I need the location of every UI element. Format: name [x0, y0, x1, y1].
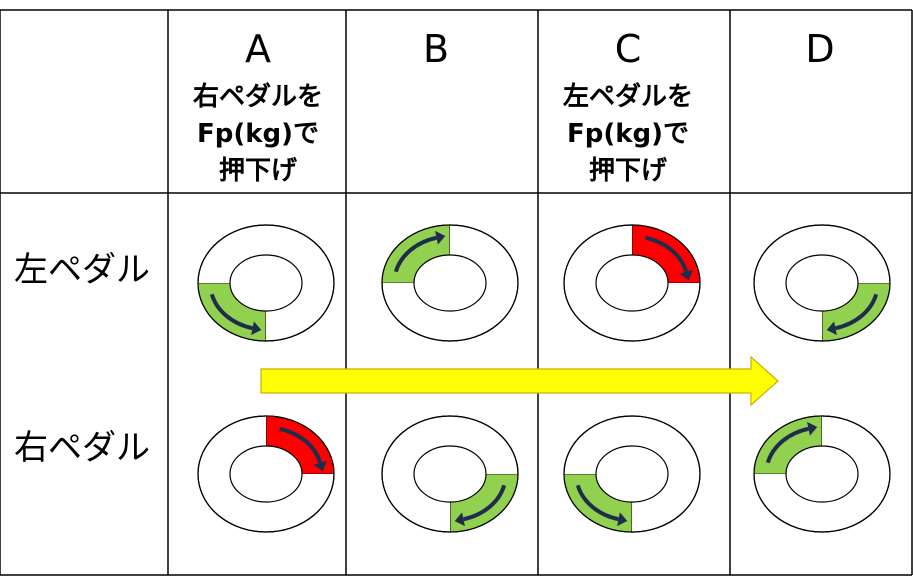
ring-inner [785, 445, 859, 503]
pedal-right-d [753, 415, 891, 533]
rotation-arrow-head [313, 460, 327, 472]
rotation-arrow [463, 484, 507, 522]
pedal-right-a [197, 415, 335, 533]
rotation-arrow [393, 235, 437, 273]
ring-inner [229, 254, 303, 312]
pedal-right-c [563, 415, 701, 533]
pedal-left-c [563, 224, 701, 342]
pedal-rings [197, 224, 891, 533]
rotation-arrow-head [435, 230, 446, 245]
column-header-a-line-1: 右ペダルを [192, 82, 323, 112]
transition-arrow [260, 355, 779, 407]
row-label-right-pedal: 右ペダル [14, 428, 150, 468]
column-header-a-letter: A [245, 27, 271, 71]
ring-inner [413, 445, 487, 503]
ring-inner [413, 254, 487, 312]
column-header-c-line-2: Fp(kg)で [566, 119, 690, 149]
column-header-c-line-1: 左ペダルを [562, 82, 693, 112]
rotation-arrow-head [617, 512, 628, 527]
ring-inner [595, 445, 669, 503]
column-header-b-letter: B [422, 27, 450, 71]
column-header-a-line-3: 押下げ [218, 156, 297, 186]
row-label-left-pedal: 左ペダル [14, 250, 150, 290]
column-header-c-letter: C [614, 27, 642, 71]
rotation-arrow-head [679, 269, 693, 281]
pedal-left-b [381, 224, 519, 342]
rotation-arrow-head [807, 421, 818, 436]
rotation-arrow-head [251, 321, 262, 336]
yellow-arrow-shape [260, 355, 779, 407]
rotation-arrow [575, 484, 619, 522]
pedal-right-b [381, 415, 519, 533]
rotation-arrow [645, 235, 689, 273]
column-header-d-letter: D [805, 27, 835, 71]
pedal-left-a [197, 224, 335, 342]
ring-inner [229, 445, 303, 503]
table-grid [0, 9, 913, 576]
column-header-c-line-3: 押下げ [588, 156, 667, 186]
ring-inner [785, 254, 859, 312]
rotation-arrow [765, 426, 809, 464]
rotation-arrow-head [454, 512, 465, 527]
column-header-a-line-2: Fp(kg)で [196, 119, 320, 149]
rotation-arrow-head [826, 321, 837, 336]
rotation-arrow [209, 293, 253, 331]
ring-inner [595, 254, 669, 312]
pedal-left-d [753, 224, 891, 342]
rotation-arrow [279, 426, 323, 464]
rotation-arrow [835, 293, 879, 331]
